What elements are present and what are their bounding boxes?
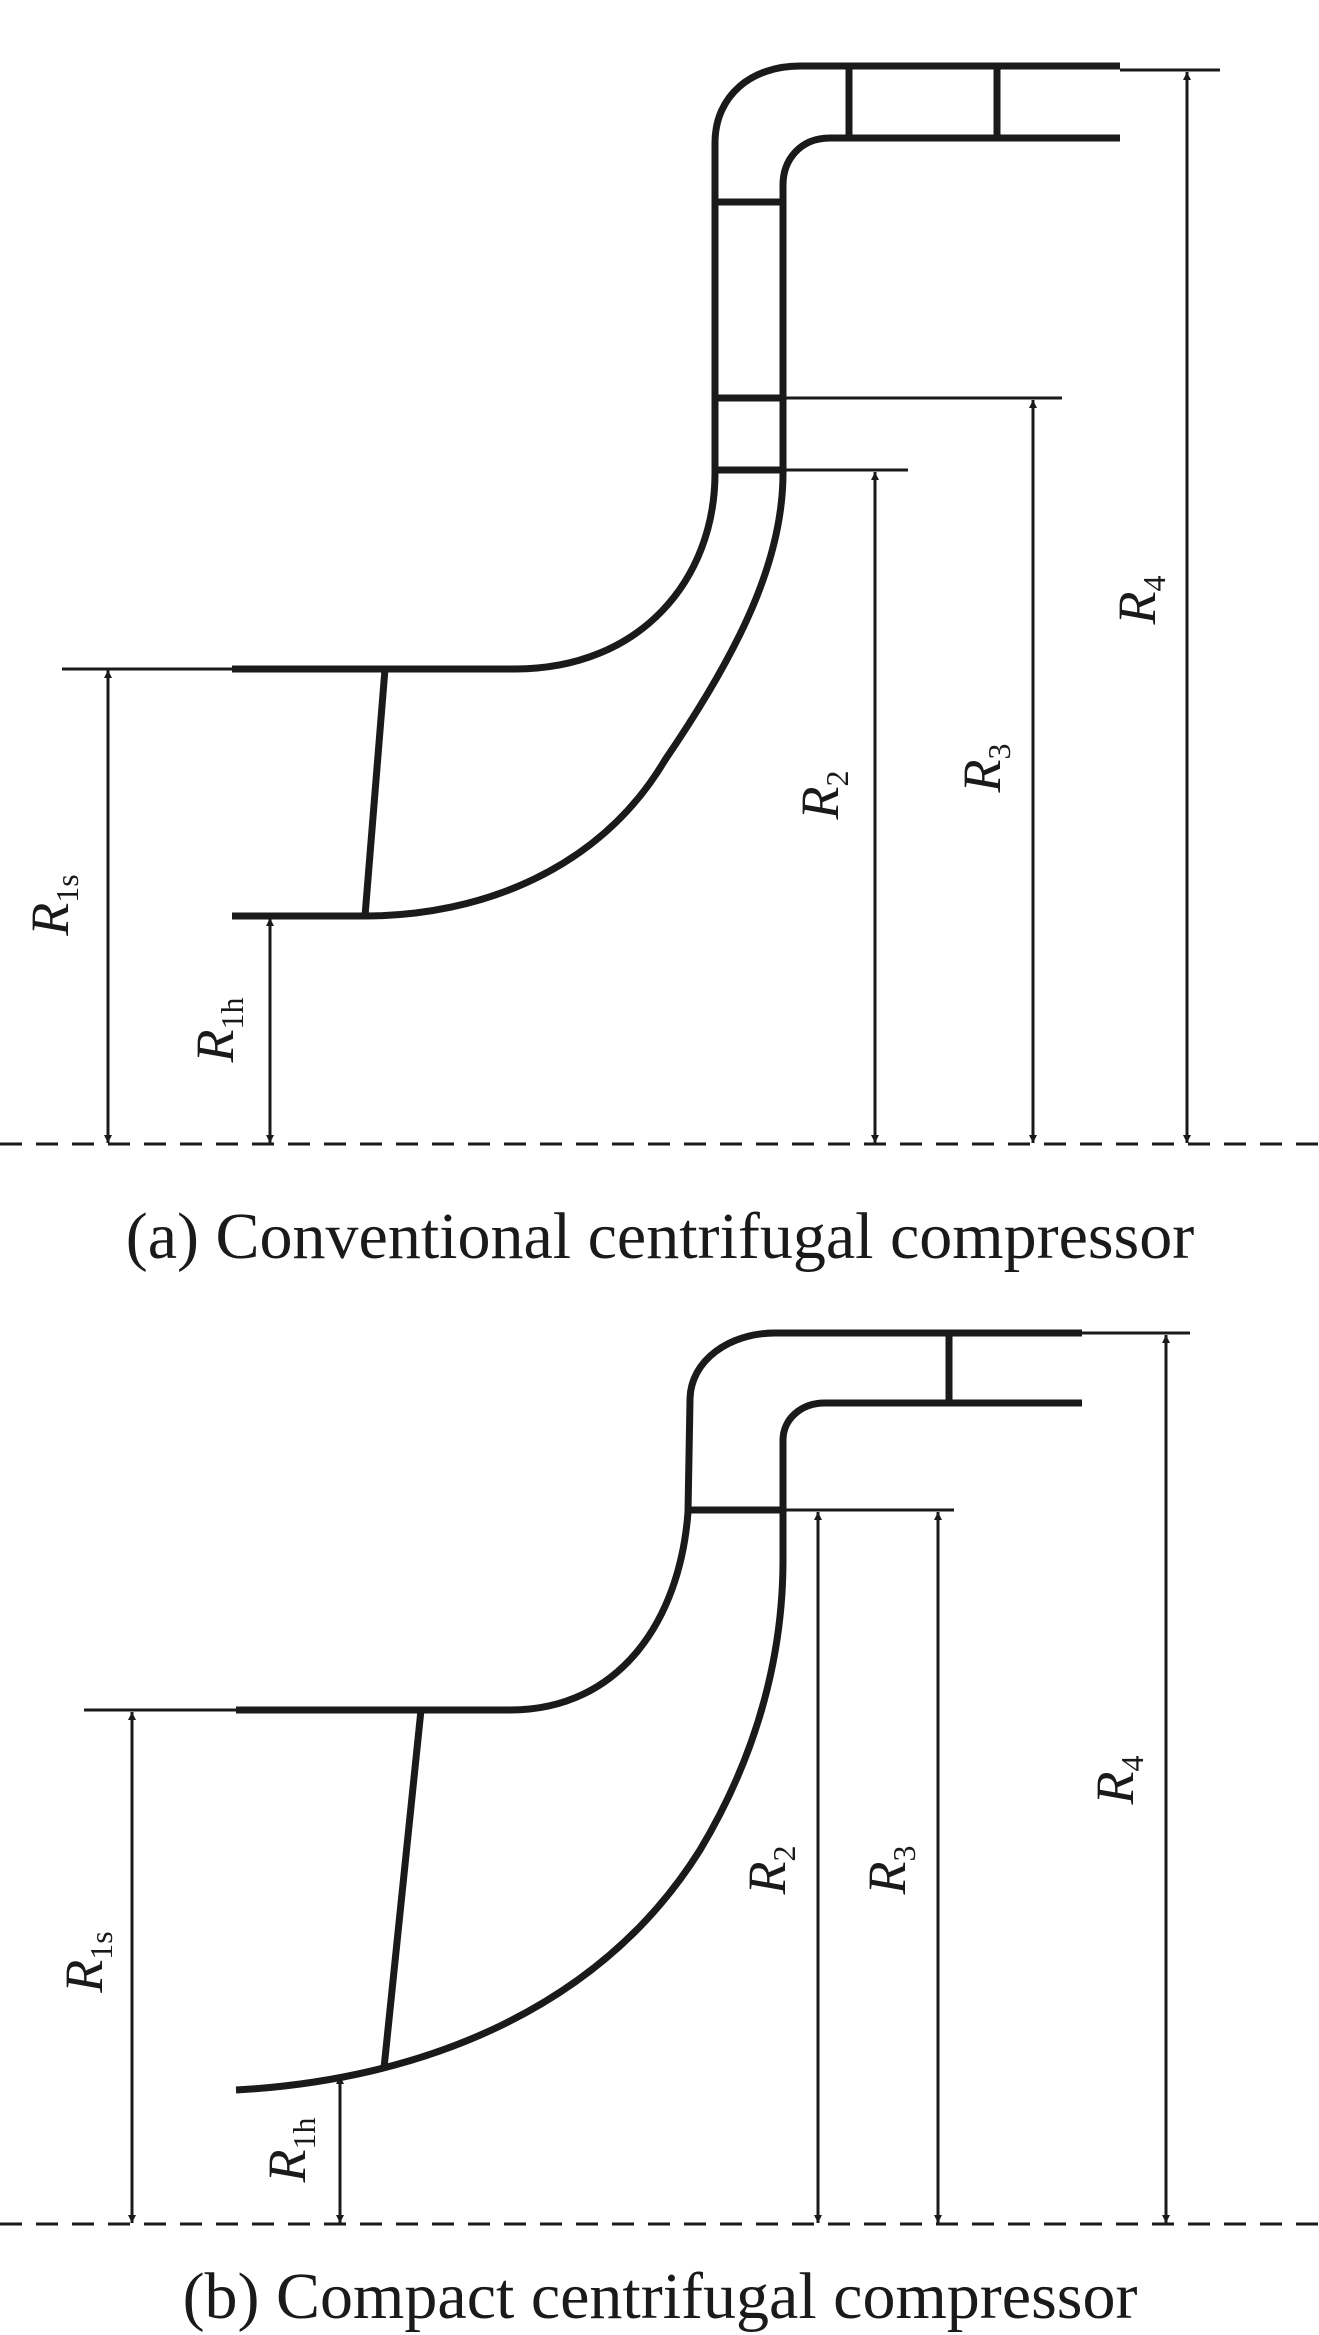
- label-r1s-a: R1s: [20, 874, 85, 936]
- label-r2-b: R2: [737, 1846, 802, 1896]
- caption-a: (a) Conventional centrifugal compressor: [126, 1200, 1194, 1273]
- label-r4-a: R4: [1107, 576, 1172, 626]
- shroud-wall-a: [232, 62, 1120, 673]
- blade-leading-edge-b: [380, 1709, 425, 2069]
- label-r3-b: R3: [857, 1846, 922, 1896]
- label-r4-b: R4: [1085, 1756, 1150, 1806]
- label-r1s-b: R1s: [54, 1931, 119, 1993]
- panel-a-conventional: R1s R1h R2 R3 R4 (a) Conventional centri…: [0, 62, 1319, 1273]
- label-r1h-a: R1h: [185, 998, 250, 1064]
- label-r3-a: R3: [952, 744, 1017, 794]
- hub-wall-b: [235, 1399, 1082, 2094]
- label-r1h-b: R1h: [257, 2118, 322, 2184]
- label-r2-a: R2: [790, 771, 855, 821]
- blade-leading-edge-a: [361, 668, 389, 917]
- shroud-wall-b: [236, 1329, 1082, 1714]
- caption-b: (b) Compact centrifugal compressor: [183, 2260, 1138, 2333]
- hub-wall-a: [232, 134, 1120, 920]
- panel-b-compact: R1s R1h R2 R3 R4 (b) Compact centrifugal…: [0, 1329, 1319, 2333]
